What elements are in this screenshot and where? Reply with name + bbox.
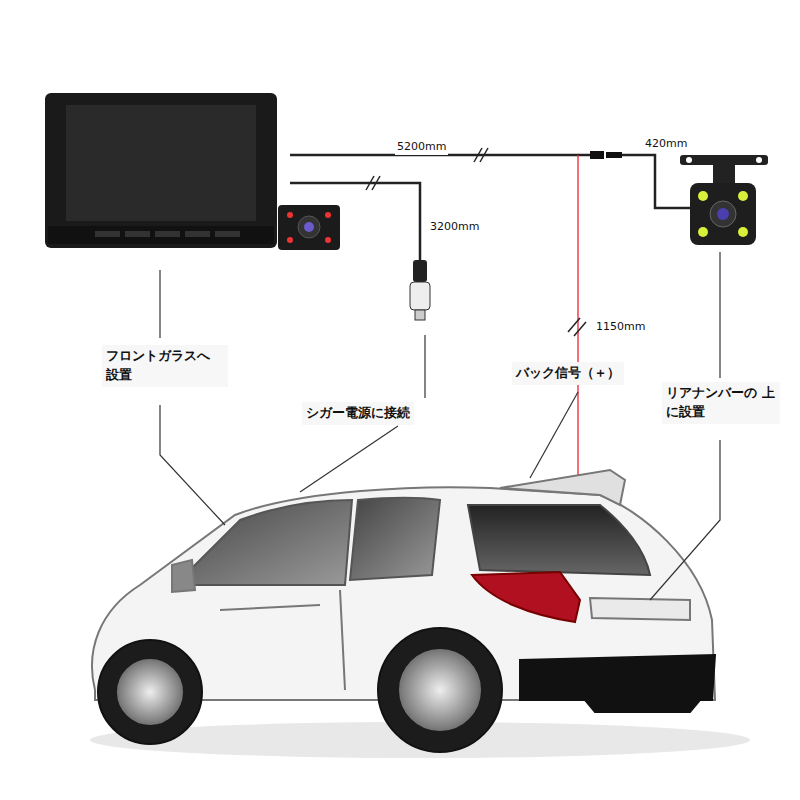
break-mark [366,176,380,190]
drawing-part [118,660,182,724]
callout-text: フロントガラスへ 設置 [102,345,228,387]
drawing-part [698,227,708,237]
dimension: 3200mm [428,219,481,235]
drawing-part [185,231,210,237]
drawing-part [620,155,690,208]
drawing-part [413,260,427,282]
drawing-part [95,231,120,237]
drawing-part [710,201,736,227]
drawing-part [690,183,756,245]
cabin-camera [278,205,340,250]
callout-text: シガー電源に接続 [302,402,414,425]
drawing-part [719,252,720,378]
drawing-part [410,282,430,310]
drawing-part [287,237,293,243]
drawing-part [717,208,729,220]
drawing-part [300,426,398,492]
break-mark [474,148,488,162]
drawing-part [472,572,580,622]
drawing-part [585,700,700,712]
drawing-part [713,165,735,183]
drawing-part [45,93,277,248]
drawing-part [680,155,768,165]
drawing-part [155,231,180,237]
dimension: 5200mm [395,139,448,155]
drawing-part [698,191,708,201]
drawing-part [574,322,586,336]
drawing-part [568,318,580,332]
drawing-part [172,560,195,592]
drawing-part [159,270,160,338]
callout-text: バック信号（＋） [512,362,624,385]
drawing-part [66,105,256,221]
drawing-part [350,498,440,580]
dimension: 420mm [643,136,689,152]
drawing-part [48,226,274,244]
break-mark [568,318,586,336]
monitor [45,93,277,248]
drawing-part [372,176,380,190]
rear-cable [290,155,690,208]
cigar-plug [410,260,430,320]
power-cable [290,183,420,262]
drawing-part [98,640,202,744]
drawing-part [287,212,293,218]
callout-text: リアナンバーの 上に設置 [662,382,780,424]
connector [590,151,604,159]
drawing-part [325,212,331,218]
drawing-part [738,191,748,201]
drawing-part [530,392,578,478]
drawing-part [340,590,345,690]
drawing-part [480,148,488,162]
drawing-part [304,222,314,232]
leader-line [160,252,720,600]
dimension: 1150mm [594,319,647,335]
drawing-part [424,335,425,398]
car [90,470,750,758]
drawing-part [298,216,320,238]
drawing-part [500,470,625,505]
drawing-part [325,237,331,243]
drawing-part [175,500,352,585]
drawing-part [400,650,480,730]
drawing-part [125,231,150,237]
drawing-part [160,405,225,525]
drawing-part [590,598,690,620]
drawing-part [220,605,320,610]
drawing-part [756,157,762,163]
drawing-part [415,310,425,320]
drawing-part [378,628,502,752]
drawing-part [215,231,240,237]
drawing-part [520,655,715,700]
drawing-part [468,505,650,575]
drawing-part [290,183,420,262]
rear-camera [680,155,768,245]
drawing-part [650,440,720,600]
drawing-part [738,227,748,237]
drawing-part [686,157,692,163]
drawing-part [278,205,340,250]
connector [606,152,622,158]
